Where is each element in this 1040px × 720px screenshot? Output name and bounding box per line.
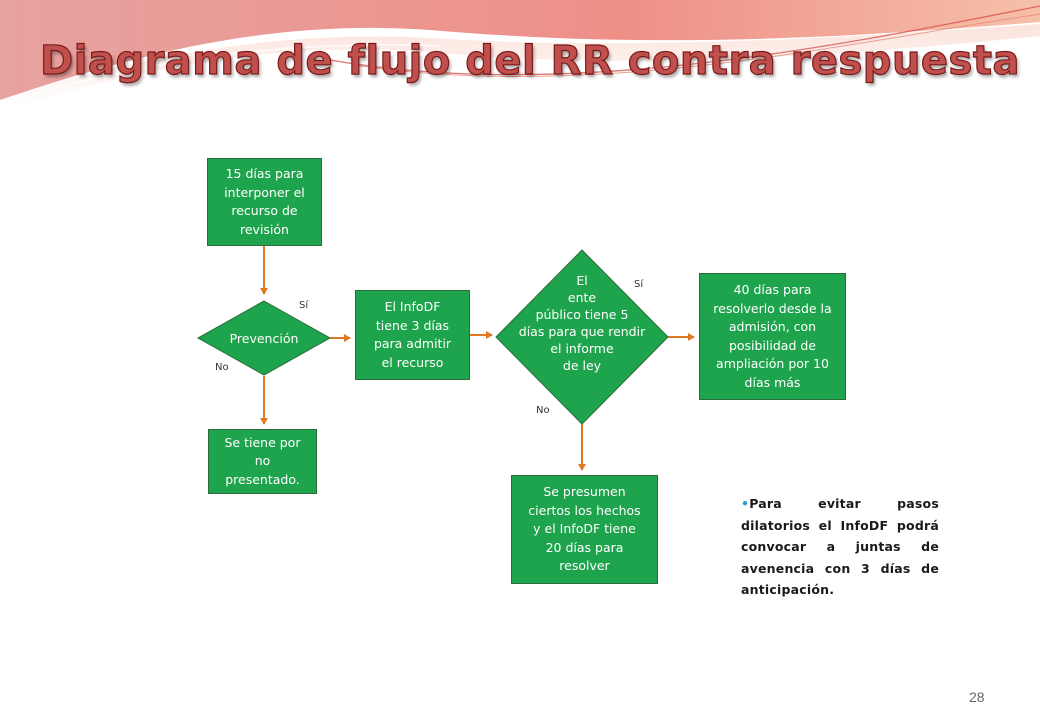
note-text: •Para evitar pasos dilatorios el InfoDF … xyxy=(741,493,939,601)
label-no-prevencion: No xyxy=(215,362,229,373)
note-body: Para evitar pasos dilatorios el InfoDF p… xyxy=(741,496,939,597)
label-si-prevencion: Sí xyxy=(299,300,309,311)
label-si-ente: Sí xyxy=(634,279,644,290)
label-no-ente: No xyxy=(536,405,550,416)
page-number: 28 xyxy=(969,689,985,705)
header-decoration xyxy=(0,0,1040,110)
node-presumen: Se presumen ciertos los hechos y el Info… xyxy=(511,475,658,584)
decision-ente xyxy=(495,249,669,425)
node-infodf: El InfoDF tiene 3 días para admitir el r… xyxy=(355,290,470,380)
node-start: 15 días para interponer el recurso de re… xyxy=(207,158,322,246)
node-no-presentado: Se tiene por no presentado. xyxy=(208,429,317,494)
bullet-icon: • xyxy=(741,496,750,511)
page-title: Diagrama de flujo del RR contra respuest… xyxy=(39,37,1020,84)
node-ente-label: El ente público tiene 5 días para que re… xyxy=(518,273,646,373)
decision-prevencion xyxy=(196,300,332,376)
node-cuarenta: 40 días para resolverlo desde la admisió… xyxy=(699,273,846,400)
node-prevencion-label: Prevención xyxy=(229,331,299,346)
